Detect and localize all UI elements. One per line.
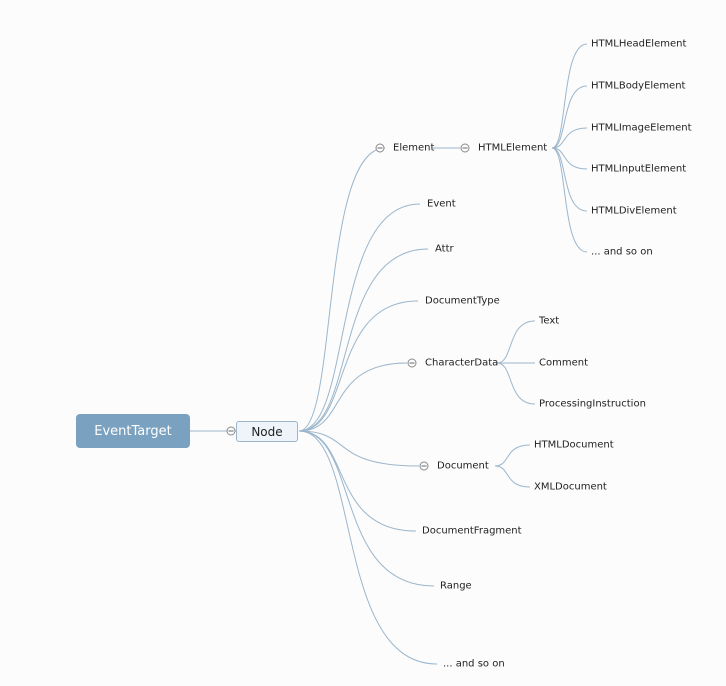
node-htmldivelement[interactable]: HTMLDivElement [591, 205, 677, 217]
node-attr[interactable]: Attr [435, 243, 454, 255]
node-text[interactable]: Text [539, 315, 560, 327]
connector-htmlelement-htmlheadelement [551, 43, 588, 149]
node-htmlheadelement[interactable]: HTMLHeadElement [591, 38, 687, 50]
connector-htmlelement-htmlimageelement [551, 127, 588, 149]
node-xmldocument[interactable]: XMLDocument [534, 481, 607, 493]
hub-node-label: Node [251, 424, 283, 439]
connector-characterdata-text [496, 320, 536, 364]
connector-hub-documentfragment [298, 430, 417, 532]
collapse-htmlelement-icon[interactable] [460, 143, 470, 153]
connector-document-htmldocument [494, 444, 531, 467]
node-comment[interactable]: Comment [539, 357, 588, 369]
collapse-hub-icon[interactable] [226, 426, 236, 436]
node-htmlbodyelement[interactable]: HTMLBodyElement [591, 80, 686, 92]
node-htmlimageelement[interactable]: HTMLImageElement [591, 122, 692, 134]
connector-htmlelement-htmlinputelement [551, 147, 588, 170]
connector-htmlelement-htmlbodyelement [551, 85, 588, 149]
connector-hub-range [298, 430, 435, 587]
node-event[interactable]: Event [427, 198, 456, 210]
connector-hub-element [298, 147, 386, 432]
connector-hub-attr [298, 248, 429, 432]
node-documenttype[interactable]: DocumentType [425, 295, 500, 307]
connector-hub-characterdata [298, 362, 408, 432]
connector-hub-event [298, 203, 421, 432]
collapse-characterdata-icon[interactable] [407, 358, 417, 368]
connector-htmlelement-html-and-so-on [551, 147, 588, 253]
collapse-document-icon[interactable] [419, 461, 429, 471]
node-htmldocument[interactable]: HTMLDocument [534, 439, 614, 451]
node-htmlelement[interactable]: HTMLElement [478, 142, 548, 154]
collapse-element-icon[interactable] [375, 143, 385, 153]
node-documentfragment[interactable]: DocumentFragment [422, 525, 522, 537]
node-processinginstruction[interactable]: ProcessingInstruction [539, 398, 646, 410]
connector-hub-documenttype [298, 300, 419, 432]
connector-document-xmldocument [494, 465, 531, 488]
root-node-eventtarget[interactable]: EventTarget [76, 414, 190, 448]
connector-hub-document [298, 430, 420, 467]
node-document[interactable]: Document [437, 460, 489, 472]
node-element[interactable]: Element [393, 142, 435, 154]
connector-characterdata-processinginstruction [496, 362, 536, 405]
node-html-and-so-on[interactable]: ... and so on [591, 246, 653, 258]
node-htmlinputelement[interactable]: HTMLInputElement [591, 163, 687, 175]
connector-hub-and-so-on [298, 430, 438, 665]
root-node-label: EventTarget [94, 423, 172, 439]
node-and-so-on[interactable]: ... and so on [443, 658, 505, 670]
node-range[interactable]: Range [440, 580, 472, 592]
hub-node-node[interactable]: Node [236, 421, 298, 442]
connector-htmlelement-htmldivelement [551, 147, 588, 212]
node-characterdata[interactable]: CharacterData [425, 357, 499, 369]
